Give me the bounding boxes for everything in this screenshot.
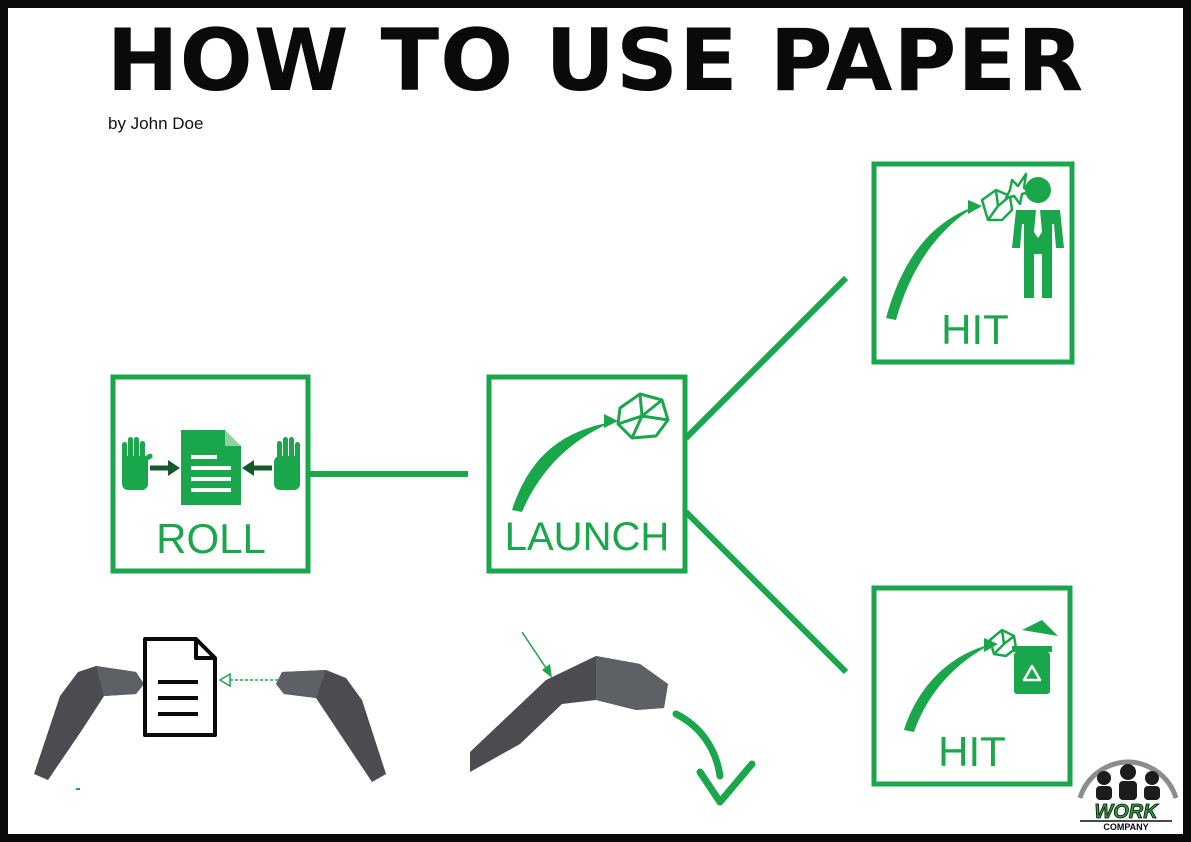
person-icon [1012, 177, 1064, 298]
tool-right-arm [276, 670, 386, 782]
launch-trajectory [512, 422, 612, 512]
company-logo-icon: WORK COMPANY [1077, 759, 1179, 832]
step-hit-bin-label: HIT [938, 728, 1006, 775]
arrow-head-icon [968, 200, 982, 214]
hand-icon [122, 437, 153, 490]
logo-line1: WORK [1094, 801, 1159, 823]
arrow-down-icon [521, 631, 552, 678]
arrow-right-icon [150, 460, 180, 476]
page-title: HOW TO USE PAPER [106, 11, 1085, 111]
step-hit-bin-box: HIT [871, 585, 1073, 787]
step-hit-person-label: HIT [941, 306, 1009, 353]
arrow-left-icon [218, 672, 278, 688]
step-launch-box: LAUNCH [486, 374, 688, 574]
tool-closed-illustration [470, 631, 756, 806]
byline: by John Doe [108, 114, 204, 133]
recycle-bin-icon [1012, 620, 1058, 694]
arrow-head-icon [604, 414, 618, 428]
document-icon [143, 637, 217, 737]
step-hit-person-box: HIT [871, 161, 1075, 365]
hand-icon [274, 437, 300, 490]
tool-open-illustration [34, 637, 386, 782]
step-roll-label: ROLL [156, 515, 266, 562]
logo-line2: COMPANY [1103, 822, 1148, 832]
checkmark-arrow-icon [672, 710, 756, 806]
burst-icon [1004, 172, 1032, 206]
connectors [308, 275, 849, 675]
step-roll-box: ROLL [110, 374, 311, 574]
hit-trajectory [886, 206, 976, 320]
connector-launch-hit-top [683, 275, 849, 441]
crumpled-paper-icon [616, 392, 670, 440]
document-icon [181, 430, 241, 505]
crumpled-paper-icon [980, 188, 1014, 222]
arrow-left-icon [242, 460, 272, 476]
connector-launch-hit-bottom [683, 509, 849, 675]
hit-trajectory [904, 644, 992, 732]
small-mark [76, 788, 80, 790]
step-launch-label: LAUNCH [505, 515, 669, 559]
